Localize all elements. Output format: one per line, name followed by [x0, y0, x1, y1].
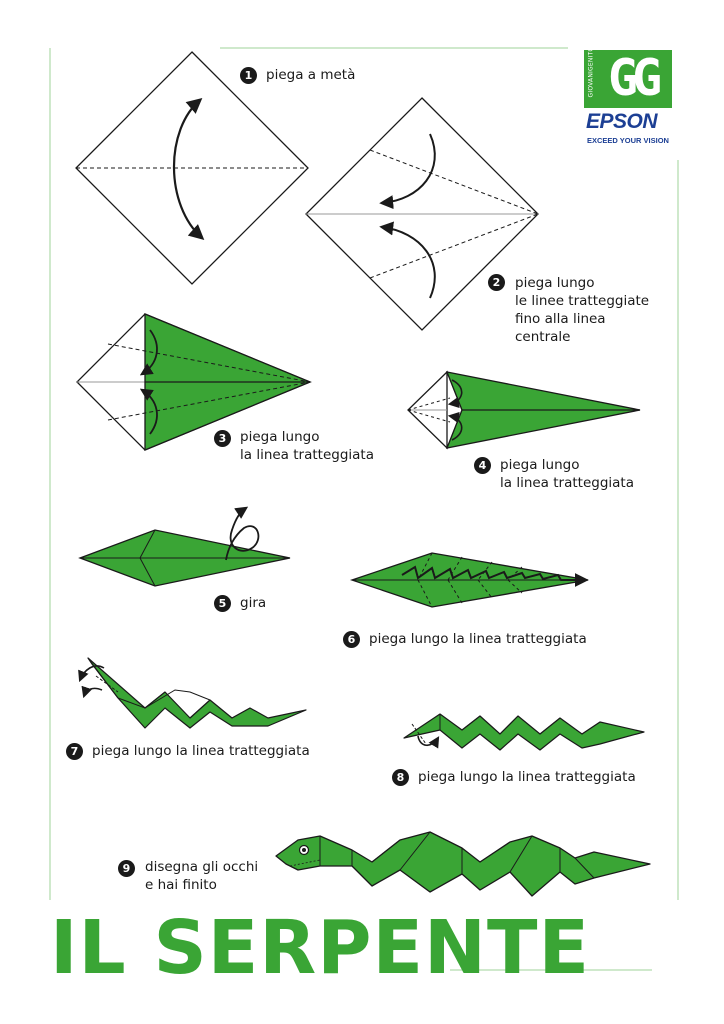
step9-snake	[275, 831, 651, 897]
step8-text: piega lungo la linea tratteggiata	[418, 769, 636, 785]
page-frame	[49, 47, 679, 971]
step1-diagram	[75, 51, 309, 285]
step6-diagram	[349, 552, 589, 608]
step3-text: piega lungo la linea tratteggiata	[240, 429, 374, 463]
step8-number: 8	[392, 769, 409, 786]
step8-diagram	[403, 713, 645, 751]
gg-site-label: GIOVANIGENITORI.IT	[587, 32, 595, 98]
step1-text: piega a metà	[266, 67, 356, 83]
step5-number: 5	[214, 595, 231, 612]
step2-number: 2	[488, 274, 505, 291]
gg-logo-block: GIOVANIGENITORI.IT GG	[584, 32, 672, 108]
brand-logo: GIOVANIGENITORI.IT GG EPSON EXCEED YOUR …	[584, 32, 674, 150]
step7-diagram	[78, 657, 307, 729]
step1-number: 1	[240, 67, 257, 84]
page-title: IL SERPENTE	[50, 905, 591, 991]
epson-wordmark: EPSON	[586, 110, 658, 133]
step2-text: piega lungo le linee tratteggiate fino a…	[515, 275, 650, 345]
step4-number: 4	[474, 457, 491, 474]
step7-number: 7	[66, 743, 83, 760]
step3-diagram	[76, 313, 312, 451]
step7-text: piega lungo la linea tratteggiata	[92, 743, 310, 759]
epson-tagline: EXCEED YOUR VISION	[587, 136, 669, 145]
step6-text: piega lungo la linea tratteggiata	[369, 631, 587, 647]
step5-diagram	[78, 506, 291, 587]
step5-text: gira	[240, 595, 267, 611]
gg-letters: GG	[608, 49, 662, 107]
step9-text: disegna gli occhi e hai finito	[145, 859, 259, 893]
step4-diagram	[407, 370, 641, 450]
step4-text: piega lungo la linea tratteggiata	[500, 457, 634, 491]
step9-number: 9	[118, 860, 135, 877]
step2-diagram	[305, 97, 539, 331]
step3-number: 3	[214, 430, 231, 447]
step6-number: 6	[343, 631, 360, 648]
